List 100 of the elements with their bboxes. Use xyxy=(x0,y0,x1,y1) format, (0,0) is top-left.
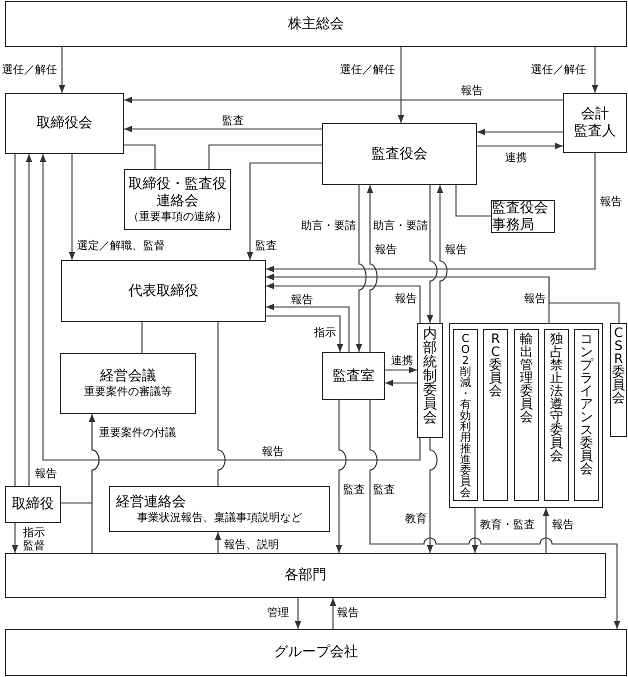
edge-label: 教育 xyxy=(405,512,427,525)
edge-label: 報告 xyxy=(395,292,417,305)
arrow xyxy=(385,380,417,386)
committee-box xyxy=(514,329,539,501)
org-box xyxy=(124,169,231,230)
connector-line xyxy=(141,322,143,353)
org-name: 取締役会 xyxy=(36,115,92,132)
group-frame xyxy=(449,323,603,508)
org-name: 会計監査人 xyxy=(574,106,616,140)
edge-label: 監査 xyxy=(255,239,277,252)
arrow xyxy=(369,400,620,629)
arrow xyxy=(124,126,322,132)
connector-line xyxy=(217,322,226,486)
org-name: 独占禁止法遵守委員会 xyxy=(550,333,564,463)
edge-label: 報告 xyxy=(524,292,546,305)
edge-label: 報告 xyxy=(375,243,397,256)
arrow xyxy=(436,185,448,323)
arrow xyxy=(266,282,421,323)
committee-box xyxy=(574,329,599,501)
org-box xyxy=(60,353,196,414)
arrow xyxy=(330,598,336,629)
org-name: 監査役会 xyxy=(372,146,428,162)
edge-label: 管理 xyxy=(267,606,289,619)
edge-label: 選任／解任 xyxy=(340,63,395,76)
edge-label: 選任／解任 xyxy=(531,63,586,76)
arrow xyxy=(26,154,32,486)
arrow xyxy=(12,523,18,553)
org-box xyxy=(5,629,627,676)
arrow xyxy=(542,508,550,553)
org-name: グループ会社 xyxy=(274,644,358,661)
committee-box xyxy=(453,329,478,501)
committee-box xyxy=(544,329,569,501)
arrow xyxy=(68,154,76,260)
edge-label: 報告 xyxy=(35,467,57,480)
edge-label: 選定／解職、監督 xyxy=(77,239,165,252)
connector-line xyxy=(14,154,16,486)
edge-label: 連携 xyxy=(505,151,527,164)
arrow xyxy=(472,508,478,553)
org-box xyxy=(109,486,330,532)
connector-line xyxy=(455,185,491,217)
committee-box xyxy=(483,329,508,501)
note-text: （重要事項の連絡） xyxy=(128,210,227,224)
org-name: 内部統制委員会 xyxy=(422,327,438,425)
org-box xyxy=(322,123,477,185)
arrow xyxy=(40,154,421,461)
edge-label: 監査 xyxy=(373,483,395,496)
org-box xyxy=(5,93,124,154)
edge-label: 連携 xyxy=(391,354,413,367)
org-name: CSR委員会 xyxy=(612,327,626,405)
edge-label: 報告 xyxy=(337,606,359,619)
arrow xyxy=(58,47,66,93)
arrow xyxy=(266,304,350,352)
edge-label: 指示監督 xyxy=(23,526,46,552)
arrow xyxy=(398,47,404,123)
arrow xyxy=(477,128,563,136)
arrow xyxy=(61,414,100,504)
edge-label: 報告 xyxy=(600,195,622,208)
edge-label: 報告 xyxy=(445,243,467,256)
arrow xyxy=(266,315,344,352)
edge-label: 報告 xyxy=(461,84,483,97)
org-name: 監査役会事務局 xyxy=(492,200,549,234)
edge-label: 監査 xyxy=(222,114,244,127)
org-name: 経営連絡会 xyxy=(116,494,186,510)
org-name: 株主総会 xyxy=(288,16,344,32)
edge-label: 重要案件の付議 xyxy=(99,426,176,439)
org-name: コンプライアンス委員会 xyxy=(580,333,594,476)
arrow xyxy=(385,366,417,374)
arrow xyxy=(366,185,378,352)
org-box xyxy=(5,553,606,598)
edge-label: 監査 xyxy=(343,483,365,496)
org-box xyxy=(5,1,627,47)
committee-box xyxy=(610,323,627,437)
edge-label: 報告 xyxy=(291,293,313,306)
org-name: 輸出管理委員会 xyxy=(520,333,534,424)
arrow xyxy=(246,162,322,260)
connector-line xyxy=(208,144,322,169)
edge-label: 報告 xyxy=(262,445,284,458)
arrow xyxy=(477,142,563,150)
org-name: CO2削減・有効利用推進委員会 xyxy=(460,333,472,498)
connector-line xyxy=(124,144,156,169)
org-name: 取締役・監査役連絡会 xyxy=(128,176,228,210)
arrow xyxy=(592,47,598,93)
edge-label: 教育・監査 xyxy=(480,518,535,531)
arrow xyxy=(266,153,596,272)
org-name: 取締役 xyxy=(12,496,54,513)
edge-label: 助言・要請 xyxy=(301,219,356,232)
arrow xyxy=(336,400,347,553)
edge-label: 助言・要請 xyxy=(373,219,428,232)
org-box xyxy=(322,352,385,400)
org-name: 経営会議 xyxy=(100,368,156,385)
arrow xyxy=(124,96,563,104)
edge-label: 指示 xyxy=(314,326,336,339)
note-text: 重要案件の審議等 xyxy=(84,385,172,399)
org-box xyxy=(61,260,266,322)
org-name: RC委員会 xyxy=(488,333,502,398)
org-box xyxy=(5,486,61,523)
arrow xyxy=(356,185,367,352)
arrow xyxy=(266,274,620,323)
edge-label: 報告 xyxy=(552,518,574,531)
org-box xyxy=(563,93,627,153)
